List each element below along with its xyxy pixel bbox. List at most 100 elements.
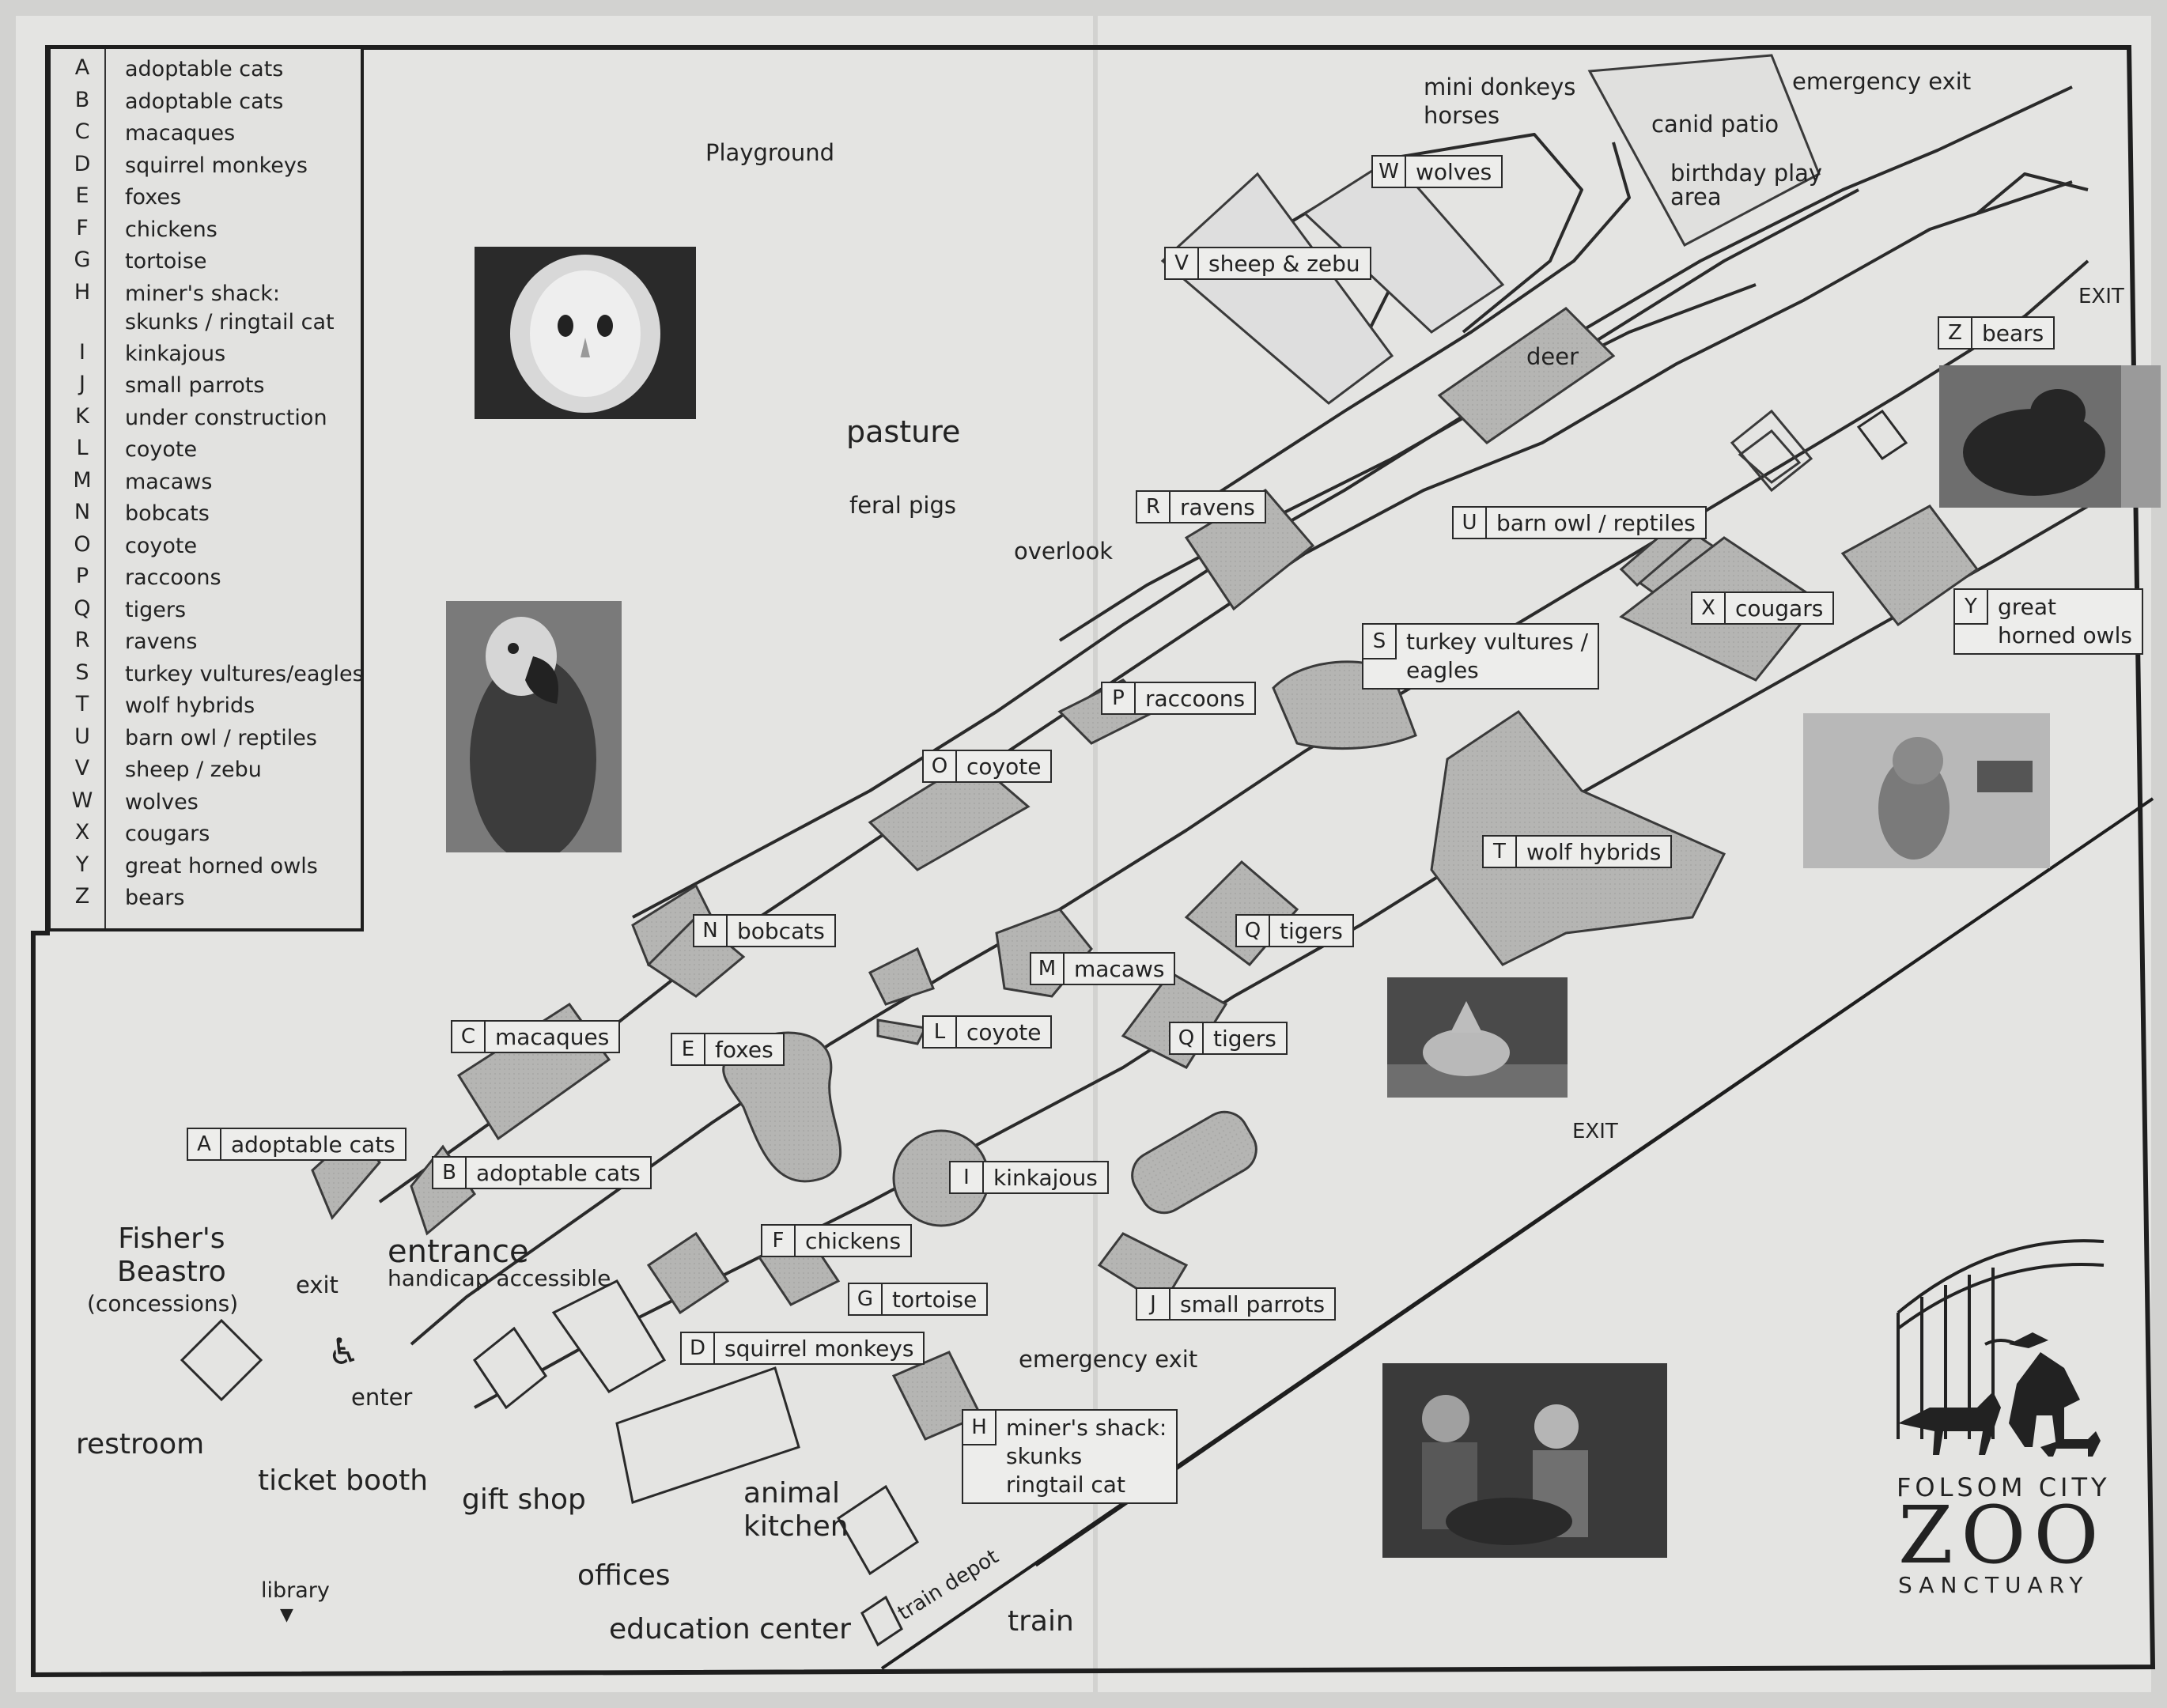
library-label: library xyxy=(261,1578,330,1603)
legend-name: adoptable cats xyxy=(125,89,284,114)
concessions-label: (concessions) xyxy=(87,1290,239,1317)
library-marker-icon: ▼ xyxy=(280,1605,293,1625)
legend-name: barn owl / reptiles xyxy=(125,725,317,750)
legend-key: Q xyxy=(74,595,91,621)
legend-name: tigers xyxy=(125,597,187,622)
overlook-label: overlook xyxy=(1014,538,1114,565)
legend-name: macaques xyxy=(125,121,236,145)
offices-label: offices xyxy=(577,1559,671,1592)
legend-key: T xyxy=(75,692,89,716)
legend-name: bears xyxy=(125,886,185,910)
legend-name: miner's shack: skunks / ringtail cat xyxy=(125,281,335,334)
enter-label: enter xyxy=(351,1384,413,1411)
train-label: train xyxy=(1008,1605,1074,1638)
legend-key: N xyxy=(74,500,91,524)
legend-key: E xyxy=(75,183,89,208)
mini-donkeys-label: mini donkeys horses xyxy=(1424,74,1576,129)
playground-label: Playground xyxy=(705,139,835,166)
deer-label: deer xyxy=(1526,343,1579,370)
legend-name: kinkajous xyxy=(125,341,226,366)
exit-right-label: EXIT xyxy=(2078,285,2124,308)
macaw-photo xyxy=(446,601,622,852)
bobcat-photo xyxy=(1803,713,2050,868)
path-outlines xyxy=(378,85,2089,1409)
legend-key: L xyxy=(76,436,89,460)
education-center-label: education center xyxy=(609,1613,851,1646)
restroom-label: restroom xyxy=(76,1428,205,1460)
legend-name: under construction xyxy=(125,405,327,430)
logo-line-2: ZOO xyxy=(1898,1489,2107,1581)
legend-key: J xyxy=(79,372,85,396)
feral-pigs-label: feral pigs xyxy=(849,492,957,519)
legend-key: S xyxy=(75,659,89,685)
legend-key: P xyxy=(75,564,89,588)
legend-name: ravens xyxy=(125,629,198,654)
buildings xyxy=(180,409,1908,1647)
legend-name: macaws xyxy=(125,469,213,494)
logo-line-3: SANCTUARY xyxy=(1898,1572,2089,1598)
exit-mid-label: EXIT xyxy=(1572,1120,1618,1143)
legend-key: A xyxy=(74,55,90,80)
legend-name: adoptable cats xyxy=(125,57,284,81)
legend-name: sheep / zebu xyxy=(125,758,262,782)
wheelchair-icon: ♿ xyxy=(327,1330,361,1373)
legend-name: small parrots xyxy=(125,373,265,398)
legend-key: I xyxy=(79,339,85,365)
entrance-label: entrance xyxy=(388,1234,529,1270)
legend-key: Y xyxy=(75,852,89,877)
legend-name: wolves xyxy=(125,789,199,814)
legend-name: tortoise xyxy=(125,249,207,274)
gift-shop-label: gift shop xyxy=(462,1483,586,1516)
legend-key: F xyxy=(76,215,89,240)
logo-line-1: FOLSOM CITY xyxy=(1897,1472,2111,1502)
legend-key: H xyxy=(74,279,91,304)
legend-name: great horned owls xyxy=(125,853,318,879)
legend-key: Z xyxy=(74,884,90,909)
birthday-area-label: birthday play area xyxy=(1670,160,1823,210)
